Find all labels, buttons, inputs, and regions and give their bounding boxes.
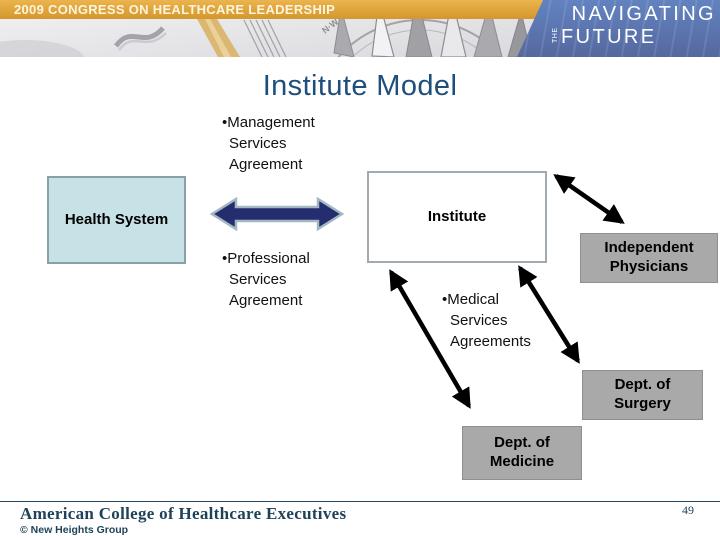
- box-dept-surgery: Dept. of Surgery: [582, 370, 703, 420]
- footer-copyright: © New Heights Group: [20, 524, 129, 536]
- brand-the: THE: [552, 27, 559, 44]
- bullet-professional-services-agreement: •Professional Services Agreement: [222, 250, 310, 309]
- ribbon-squiggle: [113, 26, 165, 48]
- brand-panel: NAVIGATING THE FUTURE: [517, 0, 720, 57]
- arrow-institute-independent-physicians: [553, 174, 625, 224]
- box-health-system-label: Health System: [64, 210, 169, 228]
- box-independent-physicians-label: Independent Physicians: [604, 239, 694, 275]
- box-dept-surgery-label: Dept. of Surgery: [614, 376, 671, 412]
- box-dept-medicine-label: Dept. of Medicine: [489, 434, 555, 470]
- page-number: 49: [682, 503, 694, 517]
- box-institute: Institute: [367, 171, 547, 263]
- ruler-hatch: [243, 19, 287, 57]
- brand-future-line: THE FUTURE: [550, 26, 657, 49]
- pen-shadow: [0, 40, 85, 57]
- box-independent-physicians: Independent Physicians: [580, 233, 718, 283]
- box-dept-medicine: Dept. of Medicine: [462, 426, 582, 480]
- bullet-medical-services-agreements: •Medical Services Agreements: [442, 291, 531, 350]
- arrow-health-system-institute: [209, 196, 345, 232]
- page-title: Institute Model: [262, 70, 458, 102]
- box-health-system: Health System: [47, 176, 186, 264]
- box-institute-label: Institute: [427, 207, 487, 225]
- conference-header: N·W 2009 CONGRESS ON HEALTHCARE LEADERSH…: [0, 0, 720, 57]
- brand-navigating: NAVIGATING: [571, 3, 716, 25]
- gold-band: 2009 CONGRESS ON HEALTHCARE LEADERSHIP: [0, 0, 545, 19]
- bullet-management-services-agreement: •Management Services Agreement: [222, 114, 315, 173]
- congress-title: 2009 CONGRESS ON HEALTHCARE LEADERSHIP: [14, 2, 336, 17]
- brand-future: FUTURE: [561, 26, 657, 48]
- footer-divider: [0, 501, 720, 502]
- footer-organization: American College of Healthcare Executive…: [20, 504, 347, 523]
